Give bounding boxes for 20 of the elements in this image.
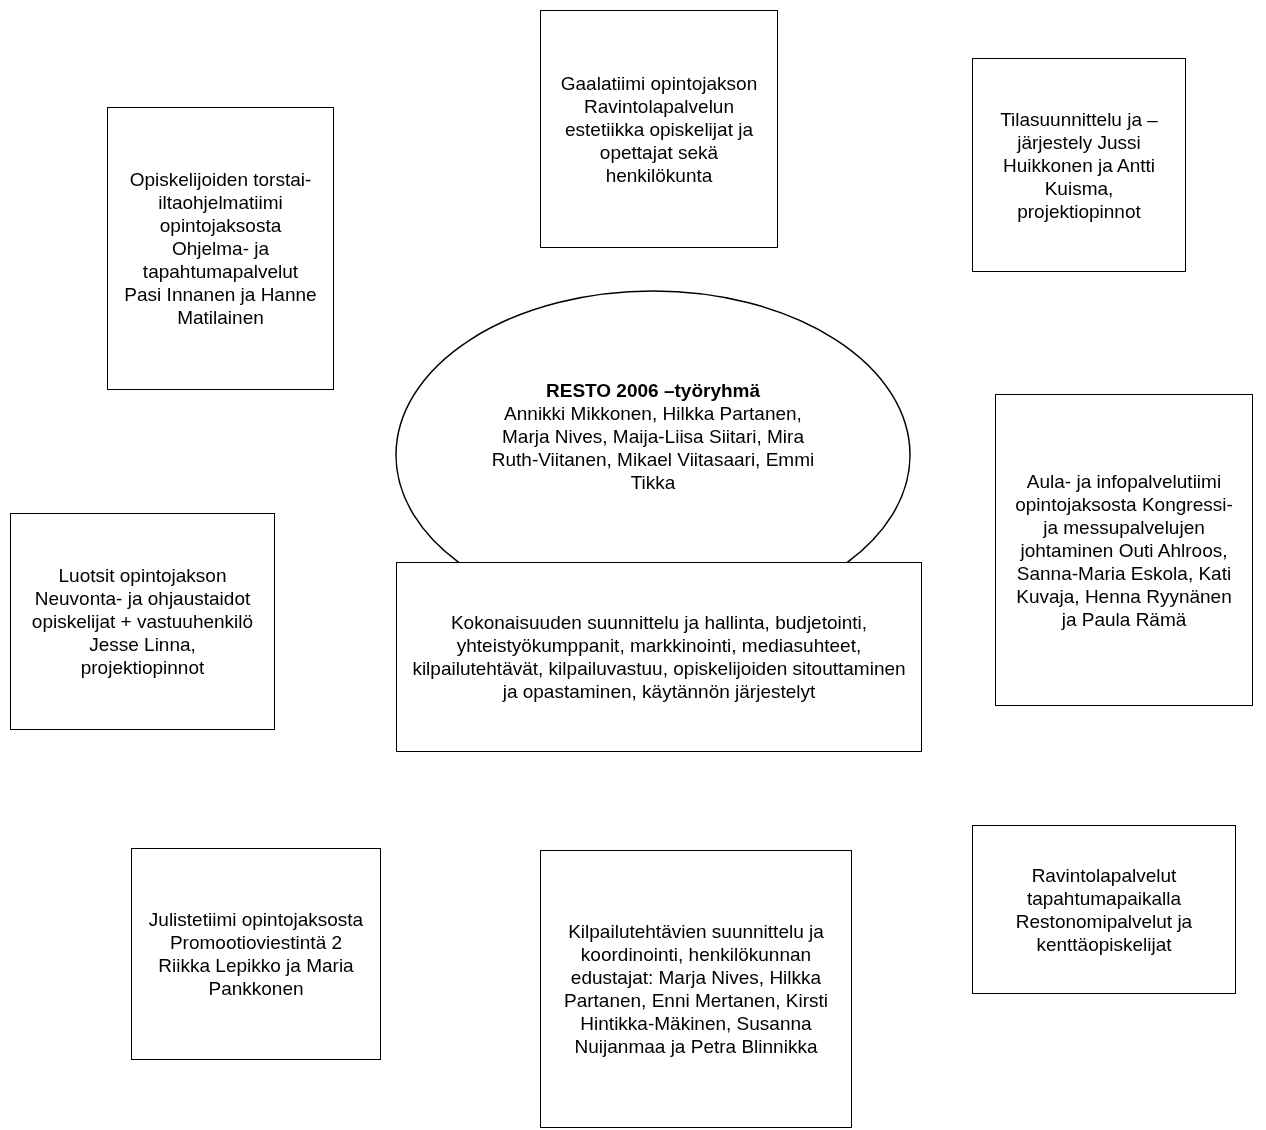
group-heading: RESTO 2006 –työryhmä — [546, 378, 760, 402]
team-box — [972, 825, 1236, 994]
group-description: Ravintolapalvelut tapahtumapaikalla Restonomipalvelut ja kenttäopiskelijat — [1014, 863, 1194, 956]
group-description: Kilpailutehtävien suunnittelu ja koordinointi, henkilökunnan edustajat: Marja Nives, Hilkka Partanen, Enni Mertanen, Kirsti Hintikka-Mäkinen, Susanna Nuijanmaa ja Petra Blinnikka — [563, 920, 829, 1058]
team-box — [972, 58, 1186, 272]
team-box — [995, 394, 1253, 706]
group-description: Gaalatiimi opintojakson Ravintolapalvelun estetiikka opiskelijat ja opettajat sekä henkilökunta — [559, 71, 759, 187]
team-box — [107, 107, 334, 390]
group-description: Opiskelijoiden torstai-iltaohjelmatiimi opintojaksosta Ohjelma- ja tapahtumapalvelut Pasi Innanen ja Hanne Matilainen — [123, 168, 318, 329]
group-description: Tilasuunnittelu ja – järjestely Jussi Huikkonen ja Antti Kuisma, projektiopinnot — [999, 107, 1159, 223]
group-description: Aula- ja infopalvelutiimi opintojaksosta Kongressi- ja messupalvelujen johtaminen Outi Ahlroos, Sanna-Maria Eskola, Kati Kuvaja, Henna Ryynänen ja Paula Rämä — [1014, 469, 1234, 631]
group-description: Annikki Mikkonen, Hilkka Partanen, Marja Nives, Maija-Liisa Siitari, Mira Ruth-Viitanen, Mikael Viitasaari, Emmi Tikka — [490, 401, 816, 494]
team-box — [131, 848, 381, 1060]
team-box — [396, 562, 922, 752]
group-description: Julistetiimi opintojaksosta Promootioviestintä 2 Riikka Lepikko ja Maria Pankkonen — [147, 908, 365, 1000]
team-box — [540, 10, 778, 248]
team-box — [10, 513, 275, 730]
team-box — [540, 850, 852, 1128]
group-description: Luotsit opintojakson Neuvonta- ja ohjaustaidot opiskelijat + vastuuhenkilö Jesse Linna, projektiopinnot — [30, 564, 255, 679]
group-description: Kokonaisuuden suunnittelu ja hallinta, budjetointi, yhteistyökumppanit, markkinointi, mediasuhteet, kilpailutehtävät, kilpailuvastuu, opiskelijoiden sitouttaminen ja opastaminen, käytännön järjestelyt — [411, 611, 907, 703]
